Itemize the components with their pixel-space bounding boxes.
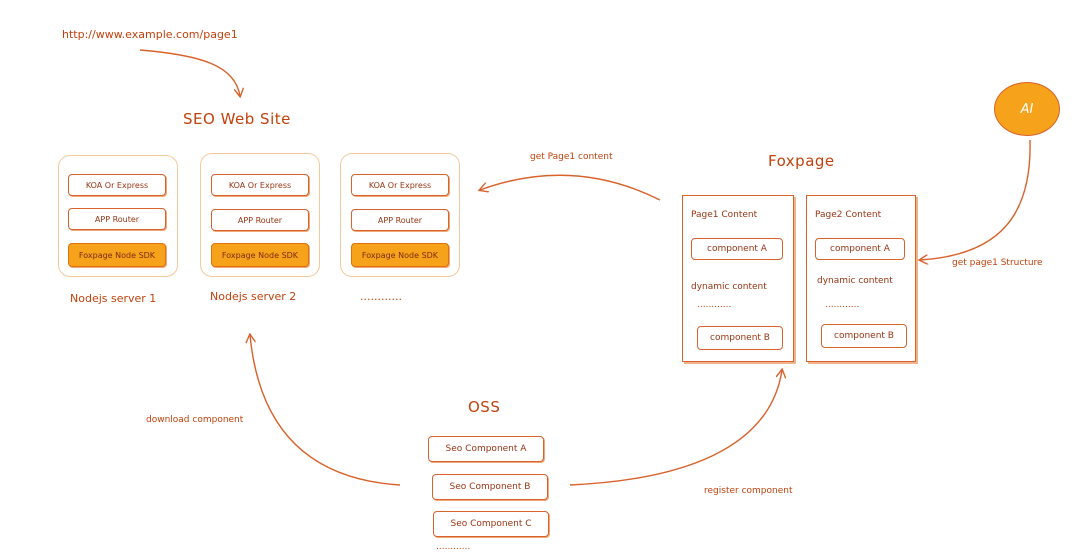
arrow-get-content xyxy=(480,174,661,201)
foxpage-title: Foxpage xyxy=(768,152,835,170)
arrow-download xyxy=(250,335,401,486)
page1-component-a: component A xyxy=(691,238,783,260)
page2-component-a: component A xyxy=(815,238,905,260)
page2-component-b: component B xyxy=(821,324,907,348)
nodejs-server-more: KOA Or Express APP Router Foxpage Node S… xyxy=(340,153,460,277)
router-box: APP Router xyxy=(68,208,166,230)
seo-site-title: SEO Web Site xyxy=(183,110,291,128)
oss-component-a: Seo Component A xyxy=(428,436,544,462)
get-content-label: get Page1 content xyxy=(530,152,613,162)
sdk-box: Foxpage Node SDK xyxy=(351,243,449,267)
page2-title: Page2 Content xyxy=(815,210,882,220)
oss-more: ............ xyxy=(436,542,471,552)
arrow-register xyxy=(569,370,782,486)
sdk-box: Foxpage Node SDK xyxy=(211,243,309,267)
arrow-ai-to-foxpage xyxy=(920,139,1031,260)
foxpage-page2-panel: Page2 Content component A dynamic conten… xyxy=(806,195,916,362)
nodejs-server-2: KOA Or Express APP Router Foxpage Node S… xyxy=(200,153,320,277)
framework-box: KOA Or Express xyxy=(68,174,166,196)
sdk-box: Foxpage Node SDK xyxy=(68,243,166,267)
arrow-url-to-seo xyxy=(139,49,240,96)
page1-dots: ............ xyxy=(697,300,732,310)
nodejs-server-1: KOA Or Express APP Router Foxpage Node S… xyxy=(58,155,178,277)
framework-box: KOA Or Express xyxy=(211,174,309,196)
page1-dynamic-content: dynamic content xyxy=(691,282,767,292)
page1-component-b: component B xyxy=(697,326,783,350)
page1-title: Page1 Content xyxy=(691,210,758,220)
oss-title: OSS xyxy=(468,398,501,416)
page2-dynamic-content: dynamic content xyxy=(817,276,893,286)
page2-dots: ............ xyxy=(825,300,860,310)
oss-component-b: Seo Component B xyxy=(432,474,548,500)
ai-node: AI xyxy=(994,82,1060,136)
router-box: APP Router xyxy=(351,209,449,231)
router-box: APP Router xyxy=(211,209,309,231)
oss-component-c: Seo Component C xyxy=(433,511,549,537)
foxpage-page1-panel: Page1 Content component A dynamic conten… xyxy=(682,195,794,362)
download-label: download component xyxy=(146,415,244,425)
framework-box: KOA Or Express xyxy=(351,174,449,196)
url-label: http://www.example.com/page1 xyxy=(62,28,238,41)
register-label: register component xyxy=(704,486,793,496)
server-2-label: Nodejs server 2 xyxy=(210,290,297,303)
ai-label: AI xyxy=(1020,101,1034,117)
server-more-label: ............ xyxy=(360,290,402,303)
server-1-label: Nodejs server 1 xyxy=(70,292,157,305)
get-structure-label: get page1 Structure xyxy=(952,258,1043,268)
